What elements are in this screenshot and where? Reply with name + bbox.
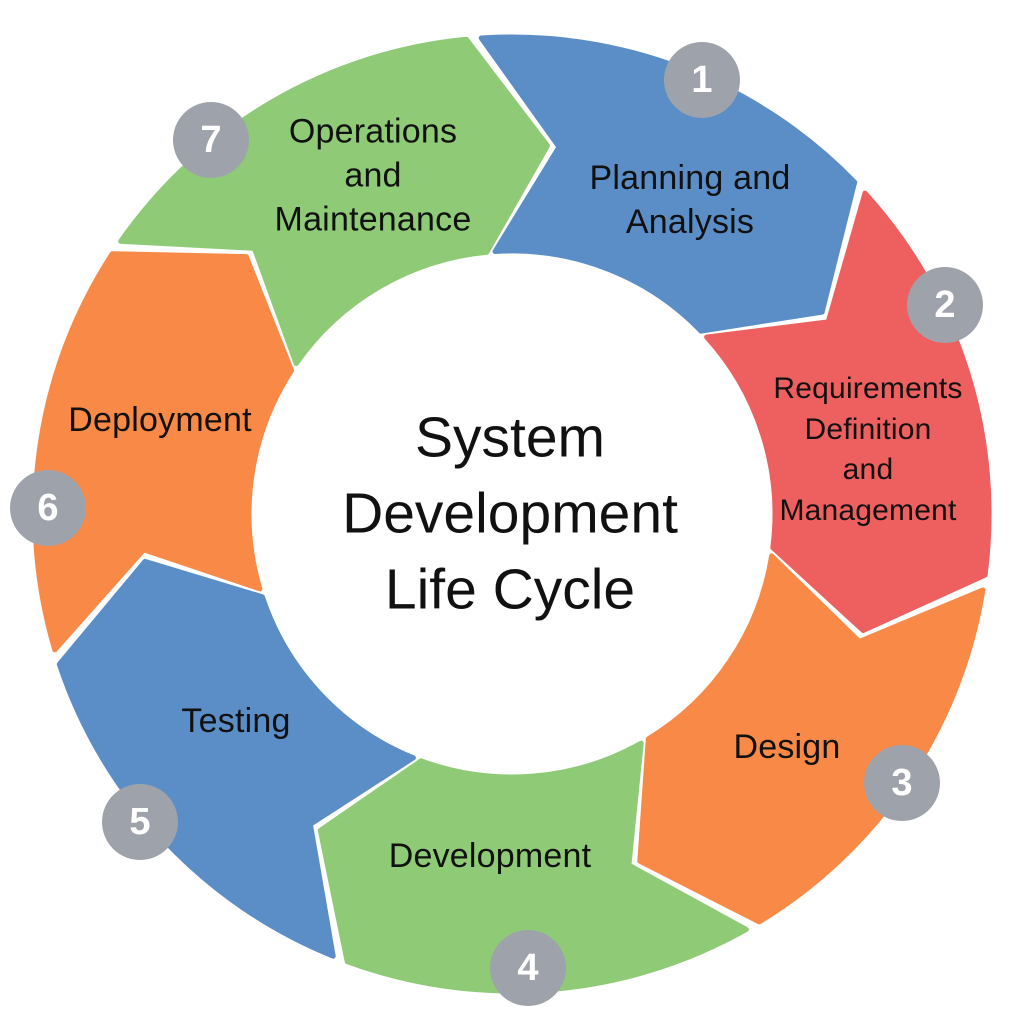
- step-badge-4: 4: [490, 930, 566, 1006]
- segment-shape-4: [317, 740, 749, 994]
- segment-label-development: Development: [388, 836, 592, 875]
- step-badge-3: 3: [864, 745, 940, 821]
- step-badge-1: 1: [664, 42, 740, 118]
- diagram-title: System Development Life Cycle: [342, 405, 678, 621]
- segment-shape-1: [478, 34, 858, 334]
- segment-label-requirements-definition-and-management: Requirements Definition and Management: [773, 372, 963, 527]
- step-badge-6: 6: [10, 470, 86, 546]
- step-badge-7: 7: [173, 102, 249, 178]
- segment-label-operations-and-maintenance: Operations and Maintenance: [274, 112, 472, 240]
- segment-shape-3: [637, 553, 986, 925]
- step-badge-2: 2: [907, 267, 983, 343]
- segment-label-design: Design: [733, 727, 841, 766]
- segment-label-planning-and-analysis: Planning and Analysis: [589, 158, 791, 241]
- segment-label-testing: Testing: [181, 701, 291, 740]
- step-badge-5: 5: [102, 784, 178, 860]
- segment-label-deployment: Deployment: [68, 400, 252, 439]
- segment-shape-5: [56, 558, 416, 959]
